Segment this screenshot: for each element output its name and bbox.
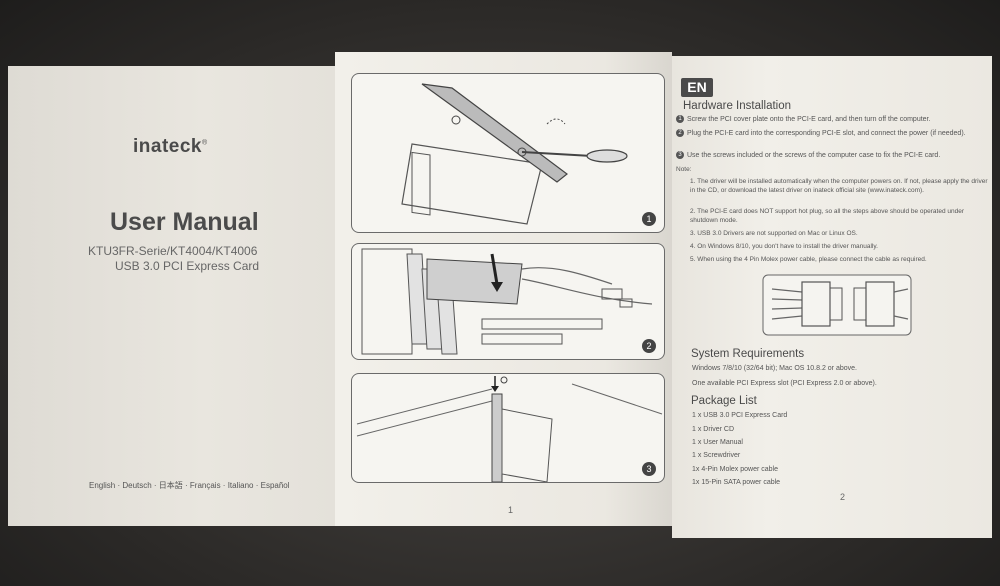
step-number-icon: 2 bbox=[676, 129, 684, 138]
illustration-step-1: 1 bbox=[351, 73, 665, 233]
note-item: 2. The PCI-E card does NOT support hot p… bbox=[690, 208, 965, 224]
product-subtitle: USB 3.0 PCI Express Card bbox=[115, 259, 260, 273]
package-item: 1 x Screwdriver bbox=[692, 452, 741, 459]
page-number-right: 2 bbox=[840, 492, 846, 502]
sysreq-item: Windows 7/8/10 (32/64 bit); Mac OS 10.8.… bbox=[692, 365, 857, 372]
package-item: 1 x USB 3.0 PCI Express Card bbox=[692, 412, 788, 419]
note-label: Note: bbox=[676, 166, 692, 173]
manual-title: User Manual bbox=[110, 208, 259, 236]
sysreq-item: One available PCI Express slot (PCI Expr… bbox=[692, 380, 877, 387]
heading-hardware-installation: Hardware Installation bbox=[683, 100, 792, 112]
package-item: 1 x User Manual bbox=[692, 439, 743, 446]
note-item: 1. The driver will be installed automati… bbox=[690, 178, 988, 194]
model-numbers: KTU3FR-Serie/KT4004/KT4006 bbox=[88, 244, 258, 258]
illustration-step-3: 3 bbox=[351, 373, 665, 483]
step-number-icon: 3 bbox=[676, 151, 684, 160]
note-item: 3. USB 3.0 Drivers are not supported on … bbox=[690, 230, 858, 237]
figure-number-1: 1 bbox=[642, 212, 656, 226]
note-item: 5. When using the 4 Pin Molex power cabl… bbox=[690, 256, 927, 263]
molex-connector-diagram bbox=[762, 274, 912, 336]
note-item: 4. On Windows 8/10, you don't have to in… bbox=[690, 243, 878, 250]
step-number-icon: 1 bbox=[676, 115, 684, 124]
figure-number-2: 2 bbox=[642, 339, 656, 353]
package-item: 1 x Driver CD bbox=[692, 426, 735, 433]
manual-cover-panel bbox=[8, 66, 335, 526]
package-item: 1x 4-Pin Molex power cable bbox=[692, 466, 778, 473]
heading-system-requirements: System Requirements bbox=[691, 348, 805, 360]
illustration-step-2: 2 bbox=[351, 243, 665, 360]
figure-number-3: 3 bbox=[642, 462, 656, 476]
page-number-left: 1 bbox=[508, 505, 514, 515]
language-list: English · Deutsch · 日本語 · Français · Ita… bbox=[89, 481, 290, 490]
package-item: 1x 15-Pin SATA power cable bbox=[692, 479, 781, 486]
language-badge: EN bbox=[681, 78, 713, 97]
brand-logo: inateck® bbox=[133, 136, 208, 157]
heading-package-list: Package List bbox=[691, 395, 757, 407]
